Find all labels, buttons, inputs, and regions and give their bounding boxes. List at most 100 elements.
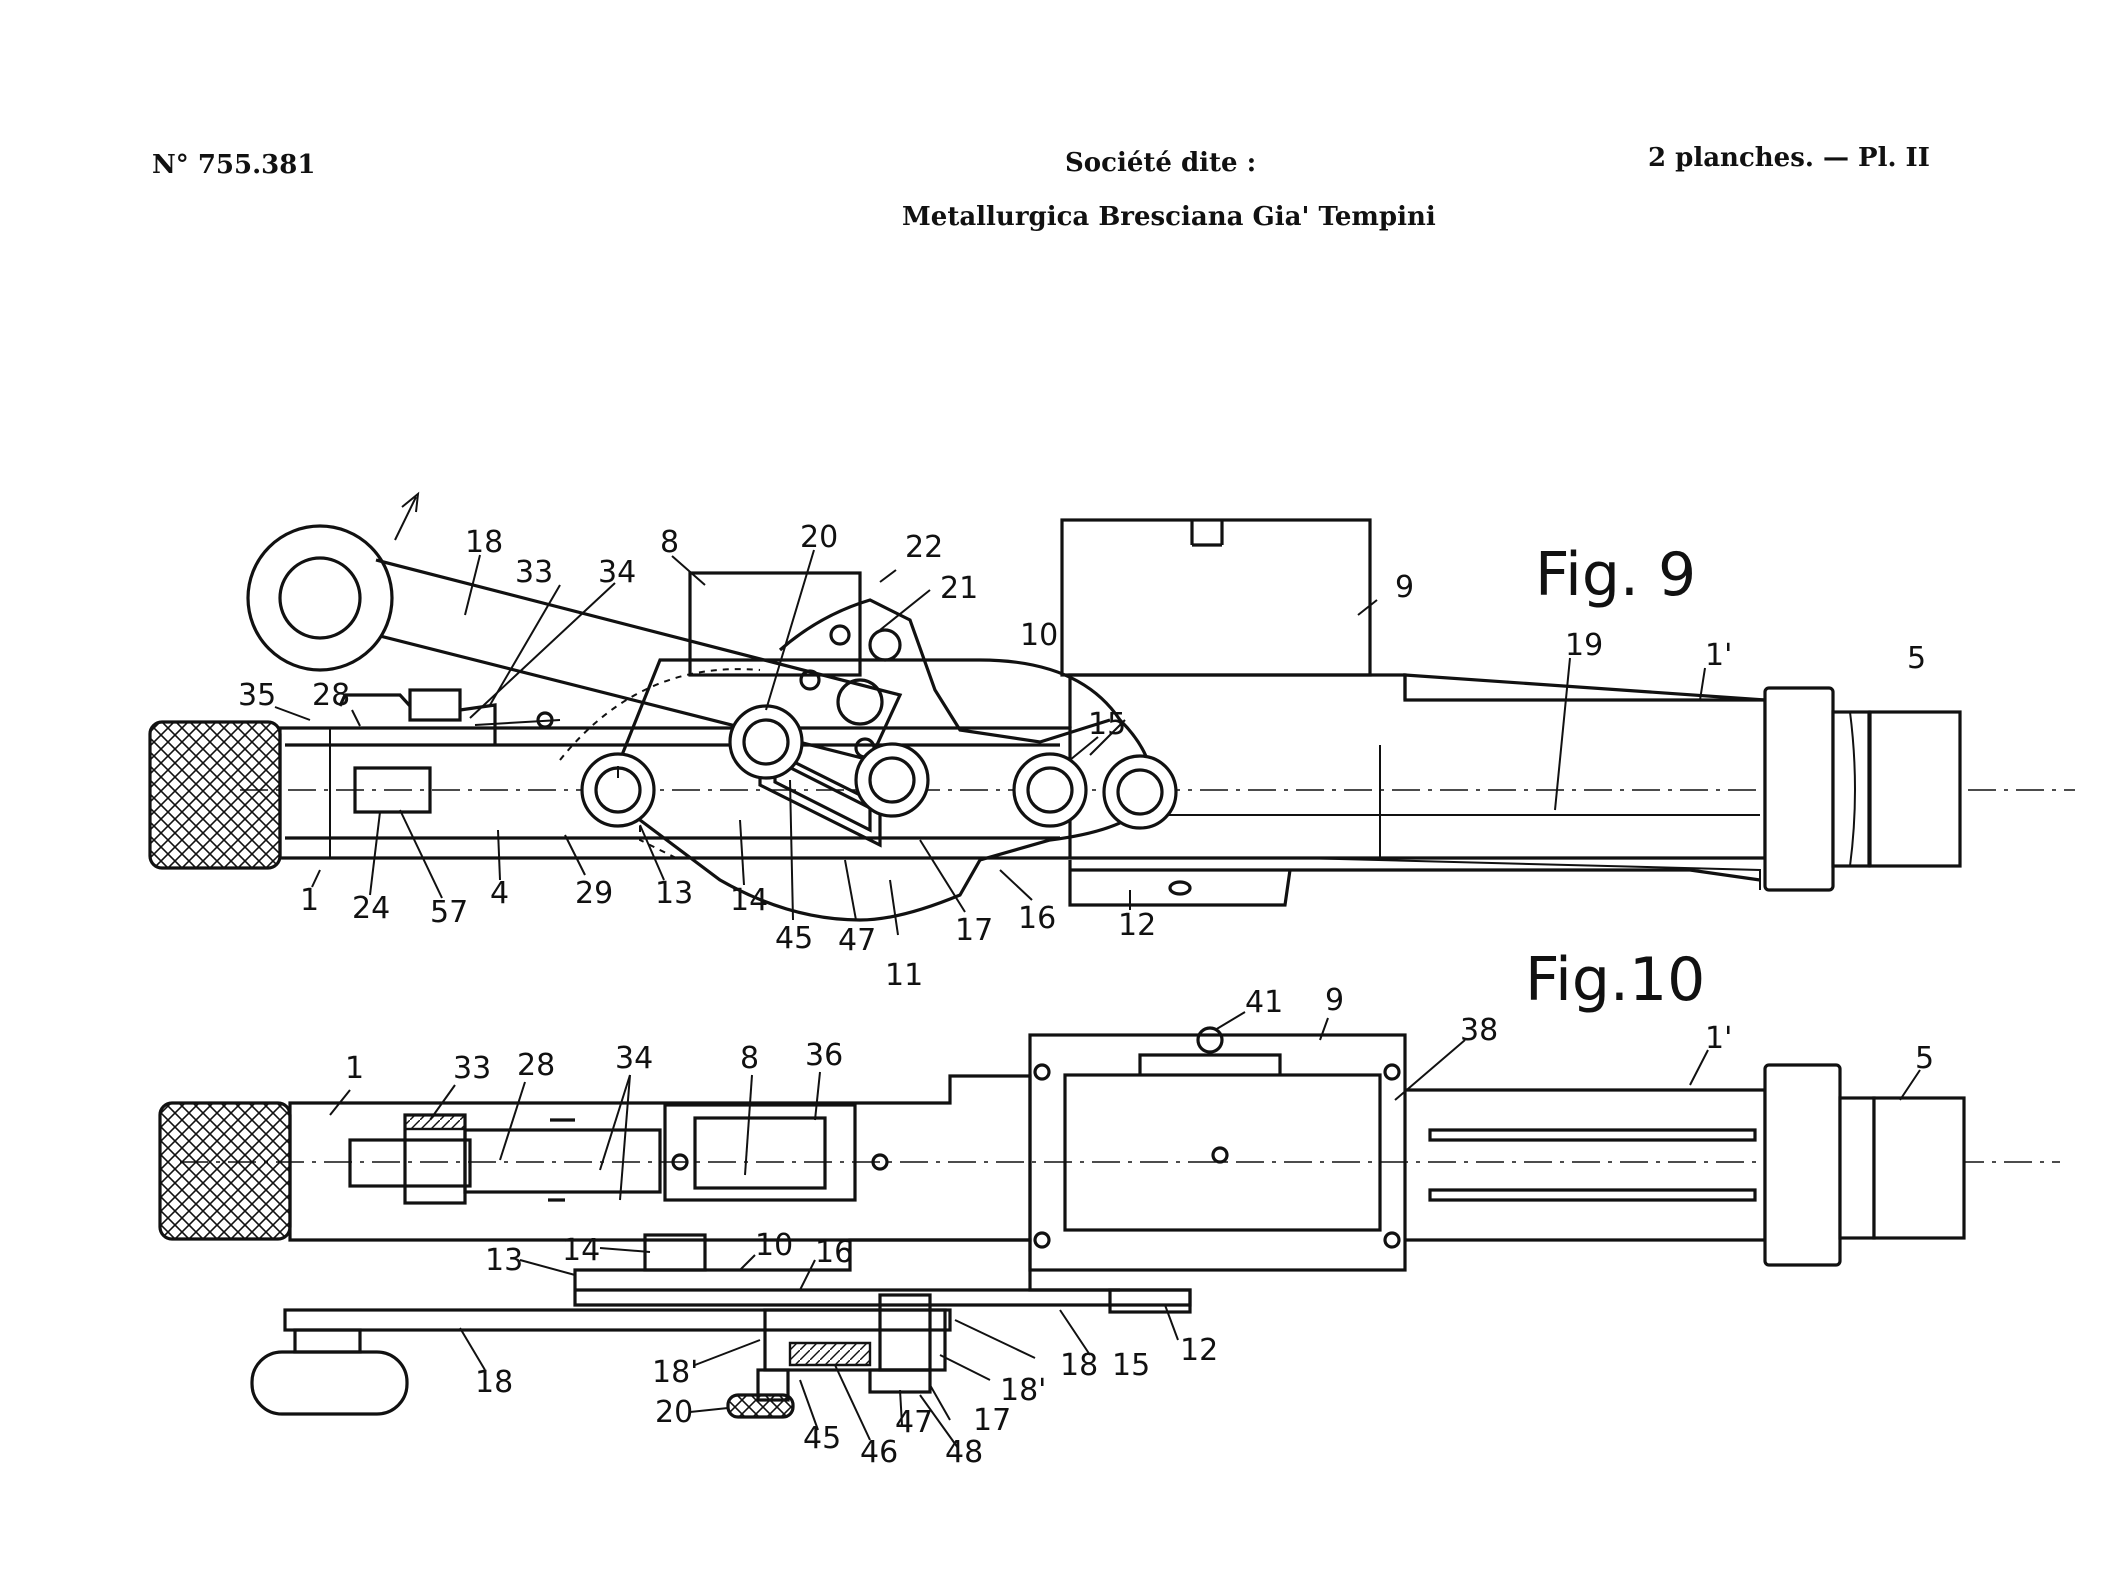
fig9-label: 24 bbox=[352, 891, 390, 926]
fig10-knurled-knob bbox=[158, 1101, 292, 1241]
fig10-label: 18' bbox=[1000, 1373, 1046, 1408]
fig10-part-8 bbox=[693, 1116, 827, 1190]
fig10-label: 14 bbox=[562, 1233, 600, 1268]
fig9-plate-22 bbox=[778, 598, 1111, 744]
fig10-label: 28 bbox=[517, 1048, 555, 1083]
fig10-label: 48 bbox=[945, 1435, 983, 1470]
fig9-lever-18 bbox=[375, 558, 903, 762]
fig9-label: 57 bbox=[430, 895, 468, 930]
fig10-roller bbox=[250, 1350, 409, 1416]
company-name: Metallurgica Bresciana Gia' Tempini bbox=[902, 202, 1436, 232]
fig9-label: 28 bbox=[312, 678, 350, 713]
fig10-label: 9 bbox=[1325, 983, 1344, 1018]
fig9-leaders bbox=[274, 549, 1706, 936]
fig10-title: Fig.10 bbox=[1525, 945, 1705, 1015]
fig9-label: 16 bbox=[1018, 901, 1056, 936]
fig9-label: 9 bbox=[1395, 570, 1414, 605]
fig9-pin-16 bbox=[1102, 754, 1178, 830]
fig9-label: 15 bbox=[1088, 707, 1126, 742]
patent-number: N° 755.381 bbox=[152, 150, 316, 180]
fig9-label: 1' bbox=[1705, 638, 1732, 673]
fig10-lever-18 bbox=[283, 1308, 952, 1332]
fig9-pin-13 bbox=[580, 752, 656, 828]
fig10-label: 34 bbox=[615, 1041, 653, 1076]
fig9-label: 8 bbox=[660, 525, 679, 560]
fig10-label: 45 bbox=[803, 1421, 841, 1456]
fig9-part-5 bbox=[1868, 710, 1962, 868]
fig10-part-9 bbox=[1028, 1033, 1407, 1272]
fig9-part-24 bbox=[353, 766, 432, 814]
fig9-part-8 bbox=[688, 571, 862, 677]
fig9-collar bbox=[1763, 686, 1835, 892]
fig10-label: 1' bbox=[1705, 1021, 1732, 1056]
figure-10: Fig.10 bbox=[158, 945, 2060, 1470]
fig9-part-12 bbox=[1068, 860, 1292, 907]
fig10-label: 1 bbox=[345, 1051, 364, 1086]
fig10-block-18prime bbox=[763, 1308, 947, 1372]
fig9-label: 47 bbox=[838, 923, 876, 958]
fig10-label: 18 bbox=[1060, 1348, 1098, 1383]
fig10-spring-46 bbox=[788, 1341, 872, 1367]
fig10-label: 36 bbox=[805, 1038, 843, 1073]
fig10-collar bbox=[1763, 1063, 1842, 1267]
fig9-pin-17 bbox=[854, 742, 930, 818]
fig9-label: 14 bbox=[730, 883, 768, 918]
fig10-leaders bbox=[329, 1011, 1921, 1449]
fig10-label: 13 bbox=[485, 1243, 523, 1278]
fig9-pin-20 bbox=[728, 704, 804, 780]
fig9-forward-body bbox=[1068, 673, 1767, 860]
fig10-label: 41 bbox=[1245, 985, 1283, 1020]
fig9-part-9 bbox=[1060, 518, 1372, 677]
fig9-label: 22 bbox=[905, 530, 943, 565]
fig10-label: 15 bbox=[1112, 1348, 1150, 1383]
fig9-label: 10 bbox=[1020, 618, 1058, 653]
fig10-part-38 bbox=[1063, 1073, 1382, 1232]
figure-9: Fig. 9 bbox=[148, 491, 2075, 993]
fig9-label: 19 bbox=[1565, 628, 1603, 663]
fig9-label: 34 bbox=[598, 555, 636, 590]
fig10-label: 8 bbox=[740, 1041, 759, 1076]
fig10-label: 16 bbox=[815, 1235, 853, 1270]
fig9-label: 4 bbox=[490, 876, 509, 911]
fig10-ring bbox=[1838, 1096, 1876, 1240]
fig9-part-33 bbox=[408, 688, 462, 722]
fig10-label: 47 bbox=[895, 1405, 933, 1440]
fig9-label: 21 bbox=[940, 571, 978, 606]
fig10-label: 5 bbox=[1915, 1041, 1934, 1076]
fig9-label: 29 bbox=[575, 876, 613, 911]
fig10-label: 18' bbox=[652, 1355, 698, 1390]
fig9-label: 11 bbox=[885, 958, 923, 993]
fig10-part-5 bbox=[1872, 1096, 1966, 1240]
fig10-label: 33 bbox=[453, 1051, 491, 1086]
plate-count: 2 planches. — Pl. II bbox=[1648, 143, 1930, 173]
fig10-part-28 bbox=[463, 1128, 662, 1194]
fig9-plate-10-11 bbox=[611, 658, 1154, 922]
fig9-title: Fig. 9 bbox=[1535, 540, 1696, 610]
fig10-label: 38 bbox=[1460, 1013, 1498, 1048]
fig10-forward-body bbox=[1405, 1088, 1767, 1242]
fig9-label: 20 bbox=[800, 520, 838, 555]
fig9-label: 1 bbox=[300, 883, 319, 918]
fig10-label: 18 bbox=[475, 1365, 513, 1400]
fig10-part-12 bbox=[1108, 1288, 1192, 1314]
company-prefix: Société dite : bbox=[1065, 148, 1257, 178]
fig10-part-41 bbox=[1196, 1026, 1224, 1054]
fig9-label: 12 bbox=[1118, 908, 1156, 943]
fig10-part-48 bbox=[868, 1368, 932, 1394]
fig10-label: 20 bbox=[655, 1395, 693, 1430]
fig10-label: 10 bbox=[755, 1228, 793, 1263]
fig10-label: 46 bbox=[860, 1435, 898, 1470]
fig9-ring bbox=[1831, 710, 1871, 868]
fig10-knob-20 bbox=[726, 1393, 795, 1419]
fig10-part-24 bbox=[348, 1138, 472, 1188]
fig9-label: 13 bbox=[655, 876, 693, 911]
fig10-label: 17 bbox=[973, 1403, 1011, 1438]
fig9-knurled-knob bbox=[148, 720, 282, 870]
fig9-label: 33 bbox=[515, 555, 553, 590]
fig9-label: 35 bbox=[238, 678, 276, 713]
fig9-label: 45 bbox=[775, 921, 813, 956]
fig10-part-36 bbox=[663, 1103, 857, 1202]
fig9-pin-15 bbox=[1012, 752, 1088, 828]
fig10-label: 12 bbox=[1180, 1333, 1218, 1368]
